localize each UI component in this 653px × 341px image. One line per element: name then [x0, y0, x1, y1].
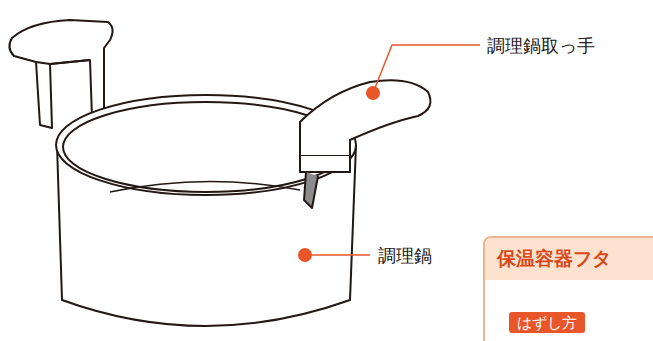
part-label: 調理鍋取っ手 [487, 34, 595, 58]
right-handle-base [300, 156, 350, 172]
leader-line [305, 254, 370, 256]
tag-text: はずし方 [517, 314, 577, 333]
header-band: 保温容器フタ [485, 238, 653, 280]
callout-dot [298, 248, 312, 262]
left-handle-edge [36, 60, 90, 64]
pot-floor [110, 181, 300, 192]
leader-line [373, 45, 480, 93]
section-heading: 保温容器フタ [497, 246, 611, 272]
part-label: 調理鍋 [378, 244, 432, 268]
callout-dot [366, 86, 380, 100]
right-handle-clip [304, 172, 318, 208]
tag-box: はずし方 [509, 312, 585, 333]
section-panel: 保温容器フタはずし方 [483, 236, 653, 341]
right-handle [300, 80, 430, 156]
